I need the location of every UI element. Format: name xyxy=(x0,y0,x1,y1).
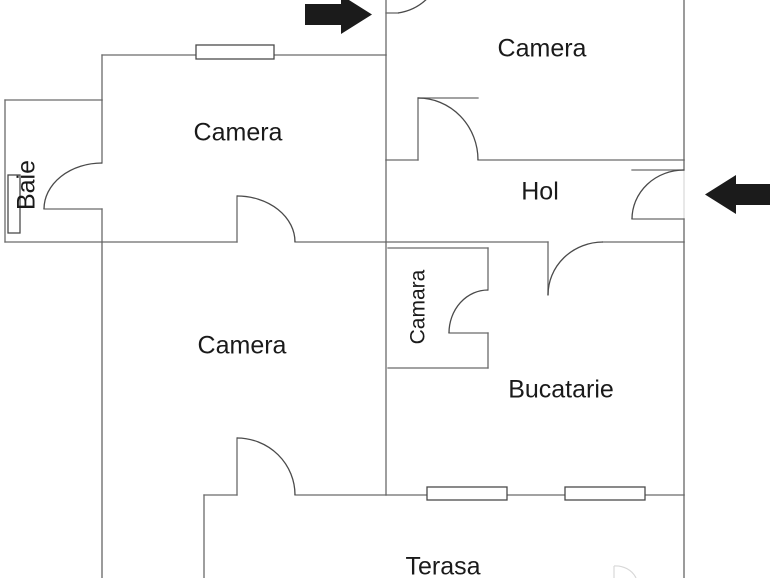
room-label-bucatarie: Bucatarie xyxy=(508,376,614,404)
door-terasa-arc xyxy=(613,565,637,578)
window-baie xyxy=(7,174,21,234)
room-label-camera-bottom: Camera xyxy=(198,332,287,360)
arrow-top-icon xyxy=(305,0,372,34)
room-label-camara: Camara xyxy=(407,269,430,344)
room-label-camera-top-left: Camera xyxy=(194,119,283,147)
windows xyxy=(7,44,646,501)
door-camera-topleft-arc xyxy=(236,195,296,243)
room-label-hol: Hol xyxy=(521,178,559,206)
room-label-camera-top-right: Camera xyxy=(498,35,587,63)
window-bucatarie-right xyxy=(564,486,646,501)
door-hall-pocket-arc xyxy=(417,97,479,161)
door-hol-entry-arc xyxy=(631,169,685,220)
door-camara-arc xyxy=(448,289,489,334)
window-bucatarie-left xyxy=(426,486,508,501)
room-labels: Baie Camera Camera Hol Camara Camera Buc… xyxy=(13,35,614,578)
door-arcs xyxy=(43,0,685,578)
window-top-camera xyxy=(195,44,275,60)
arrow-right-icon xyxy=(705,175,770,214)
door-baie-arc xyxy=(43,162,103,210)
room-label-baie: Baie xyxy=(13,160,41,210)
door-camera-topright-arc xyxy=(397,0,427,14)
door-hol-bucatarie-arc xyxy=(547,241,604,296)
walls xyxy=(4,0,685,578)
door-camera-bottom-arc xyxy=(236,437,296,496)
room-label-terasa: Terasa xyxy=(405,553,480,578)
entry-arrows xyxy=(305,0,770,214)
